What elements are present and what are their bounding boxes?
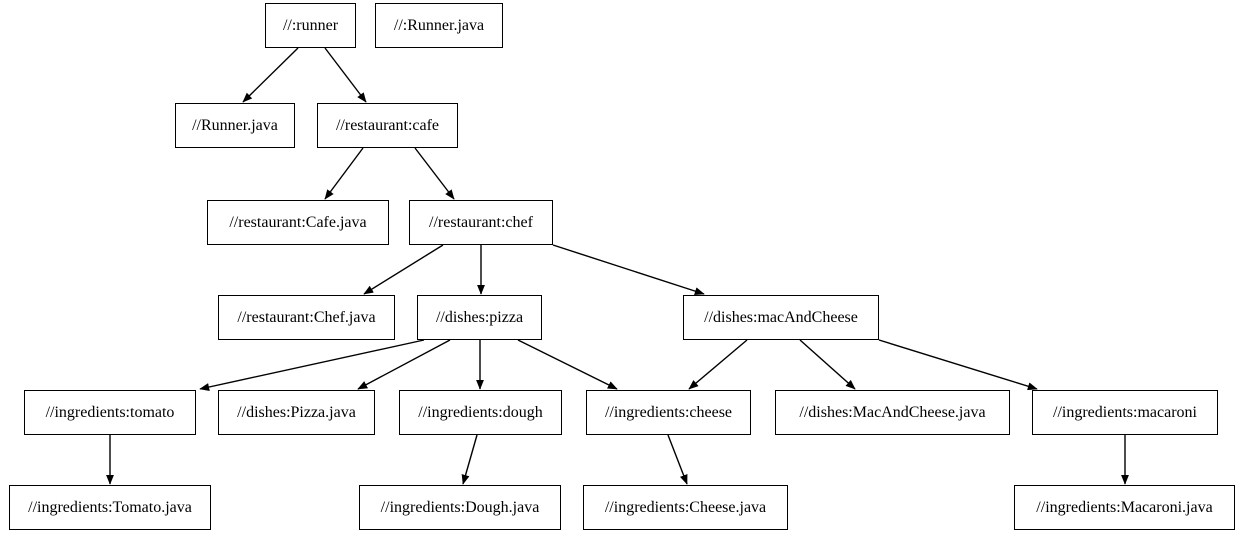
graph-node-cafe_java[interactable]: //restaurant:Cafe.java (207, 200, 389, 245)
graph-edge (517, 339, 618, 390)
graph-node-label: //:Runner.java (393, 16, 485, 34)
graph-edge (242, 47, 299, 103)
graph-node-label: //restaurant:Cafe.java (229, 213, 367, 231)
graph-node-dough_java[interactable]: //ingredients:Dough.java (359, 485, 561, 530)
graph-edge (363, 244, 444, 295)
graph-node-label: //dishes:MacAndCheese.java (799, 403, 986, 421)
graph-node-label: //dishes:macAndCheese (704, 308, 858, 326)
graph-edge (878, 339, 1038, 391)
graph-node-ing_cheese[interactable]: //ingredients:cheese (586, 390, 751, 435)
graph-node-runner[interactable]: //:runner (265, 3, 356, 48)
graph-node-label: //Runner.java (192, 116, 278, 134)
graph-node-label: //ingredients:cheese (604, 403, 733, 421)
graph-node-runner_java_root[interactable]: //:Runner.java (375, 3, 503, 48)
graph-node-label: //ingredients:Tomato.java (28, 498, 192, 516)
graph-node-label: //:runner (282, 16, 339, 34)
graph-edge (799, 339, 856, 390)
graph-node-label: //dishes:pizza (435, 308, 524, 326)
graph-node-label: //restaurant:cafe (335, 116, 440, 134)
graph-node-label: //ingredients:tomato (45, 403, 175, 421)
graph-node-ing_dough[interactable]: //ingredients:dough (399, 390, 562, 435)
graph-edge (667, 434, 688, 485)
graph-edge (199, 339, 425, 391)
graph-node-tomato_java[interactable]: //ingredients:Tomato.java (9, 485, 211, 530)
graph-node-label: //ingredients:Cheese.java (604, 498, 767, 516)
graph-node-macaroni_java[interactable]: //ingredients:Macaroni.java (1014, 485, 1235, 530)
graph-edge (688, 339, 748, 390)
graph-node-label: //restaurant:Chef.java (237, 308, 376, 326)
graph-node-runner_java[interactable]: //Runner.java (175, 103, 295, 148)
graph-node-label: //dishes:Pizza.java (237, 403, 356, 421)
graph-node-label: //ingredients:Macaroni.java (1036, 498, 1213, 516)
graph-edge (414, 147, 455, 200)
graph-node-dishes_macncheese[interactable]: //dishes:macAndCheese (683, 295, 879, 340)
graph-edge (324, 47, 367, 103)
graph-edge (357, 339, 451, 390)
graph-edge (324, 147, 364, 200)
graph-node-chef_java[interactable]: //restaurant:Chef.java (218, 295, 395, 340)
graph-node-restaurant_cafe[interactable]: //restaurant:cafe (317, 103, 458, 148)
graph-node-restaurant_chef[interactable]: //restaurant:chef (409, 200, 553, 245)
graph-node-pizza_java[interactable]: //dishes:Pizza.java (218, 390, 375, 435)
graph-node-label: //ingredients:macaroni (1053, 403, 1197, 421)
graph-node-cheese_java[interactable]: //ingredients:Cheese.java (583, 485, 788, 530)
graph-node-label: //ingredients:dough (418, 403, 543, 421)
graph-node-label: //ingredients:Dough.java (380, 498, 540, 516)
graph-node-macncheese_java[interactable]: //dishes:MacAndCheese.java (775, 390, 1010, 435)
graph-node-ing_macaroni[interactable]: //ingredients:macaroni (1032, 390, 1218, 435)
graph-edge (461, 434, 478, 485)
graph-node-ing_tomato[interactable]: //ingredients:tomato (24, 390, 196, 435)
graph-node-label: //restaurant:chef (429, 213, 533, 231)
graph-node-dishes_pizza[interactable]: //dishes:pizza (417, 295, 542, 340)
graph-edge (552, 244, 705, 295)
